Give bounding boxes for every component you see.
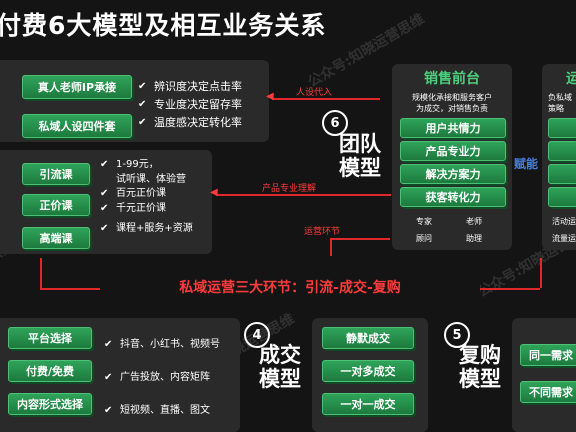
role-expert: 专家 (416, 217, 432, 226)
banner-left-line (40, 258, 42, 288)
ops-title: 运 (566, 71, 576, 87)
banner-right-line (540, 258, 542, 288)
ip-list: ✔辨识度决定点击率 ✔专业度决定留存率 ✔温度感决定转化率 (138, 78, 242, 132)
course-button-1[interactable]: 引流课 (22, 163, 90, 185)
deal-button-2[interactable]: 一对多成交 (322, 360, 414, 382)
sales-title: 销售前台 (424, 71, 480, 87)
ip-arrow-line (272, 98, 380, 100)
empower-label: 赋能 (514, 157, 539, 171)
ops-button-3[interactable] (548, 164, 576, 184)
course-list: ✔1-99元， 试听课、体验营 ✔百元正价课 ✔千元正价课 ✔课程+服务+资源 (100, 158, 193, 237)
sales-button-4[interactable]: 获客转化力 (400, 187, 506, 207)
check-icon: ✔ (100, 159, 109, 170)
deal-button-1[interactable]: 静默成交 (322, 327, 414, 349)
arrow-left-icon: ◀ (210, 187, 218, 198)
sales-button-3[interactable]: 解决方案力 (400, 164, 506, 184)
check-icon: ✔ (104, 339, 113, 350)
ops-label: 运营环节 (304, 227, 341, 237)
role-teacher: 老师 (466, 217, 482, 226)
deal-button-3[interactable]: 一对一成交 (322, 393, 414, 415)
product-arrow-line (216, 194, 391, 196)
role-advisor: 顾问 (416, 234, 432, 243)
sales-desc-1: 规模化承接和服务客户 (412, 93, 492, 102)
ops-vertical-line (330, 238, 332, 256)
rebuy-button-1[interactable]: 同一需求 (520, 344, 576, 366)
rebuy-number-badge: 5 (444, 322, 470, 348)
ops-desc-2: 策略 (548, 104, 564, 113)
course-button-2[interactable]: 正价课 (22, 194, 90, 216)
ops-button-1[interactable] (548, 118, 576, 138)
sales-desc-2: 为成交，对销售负责 (416, 104, 488, 113)
check-icon: ✔ (138, 81, 147, 92)
channel-button-1[interactable]: 平台选择 (8, 327, 92, 349)
sales-button-2[interactable]: 产品专业力 (400, 141, 506, 161)
arrow-left-icon: ◀ (266, 91, 274, 102)
ip-in-label: 人设代入 (296, 88, 333, 98)
ops-item-2: 流量运营 (552, 234, 576, 243)
ops-button-4[interactable] (548, 187, 576, 207)
course-button-3[interactable]: 高端课 (22, 227, 90, 249)
rebuy-button-2[interactable]: 不同需求 (520, 381, 576, 403)
ip-button-2[interactable]: 私域人设四件套 (22, 114, 132, 138)
deal-model-title: 成交 模型 (259, 343, 301, 391)
deal-number-badge: 4 (244, 322, 270, 348)
rebuy-panel (512, 318, 576, 432)
check-icon: ✔ (138, 99, 147, 110)
channel-button-3[interactable]: 内容形式选择 (8, 393, 92, 415)
ops-desc-1: 负私域 (548, 93, 572, 102)
channel-button-2[interactable]: 付费/免费 (8, 360, 92, 382)
team-model-title: 团队 模型 (339, 132, 381, 180)
check-icon: ✔ (100, 188, 109, 199)
ip-button-1[interactable]: 真人老师IP承接 (22, 75, 132, 99)
check-icon: ✔ (104, 372, 113, 383)
check-icon: ✔ (100, 223, 109, 234)
check-icon: ✔ (104, 405, 113, 416)
ops-horizontal-line (330, 238, 390, 240)
role-assistant: 助理 (466, 234, 482, 243)
stages-banner: 私域运营三大环节：引流-成交-复购 (100, 277, 480, 297)
channel-list: ✔抖音、小红书、视频号 ✔广告投放、内容矩阵 ✔短视频、直播、图文 (104, 328, 220, 427)
check-icon: ✔ (100, 202, 109, 214)
ops-item-1: 活动运营 (552, 217, 576, 226)
rebuy-model-title: 复购 模型 (459, 343, 501, 391)
product-label: 产品专业理解 (262, 184, 317, 194)
ops-button-2[interactable] (548, 141, 576, 161)
check-icon: ✔ (138, 117, 147, 128)
page-title: 付费6大模型及相互业务关系 (0, 11, 327, 40)
team-number-badge: 6 (322, 110, 348, 136)
sales-button-1[interactable]: 用户共情力 (400, 118, 506, 138)
